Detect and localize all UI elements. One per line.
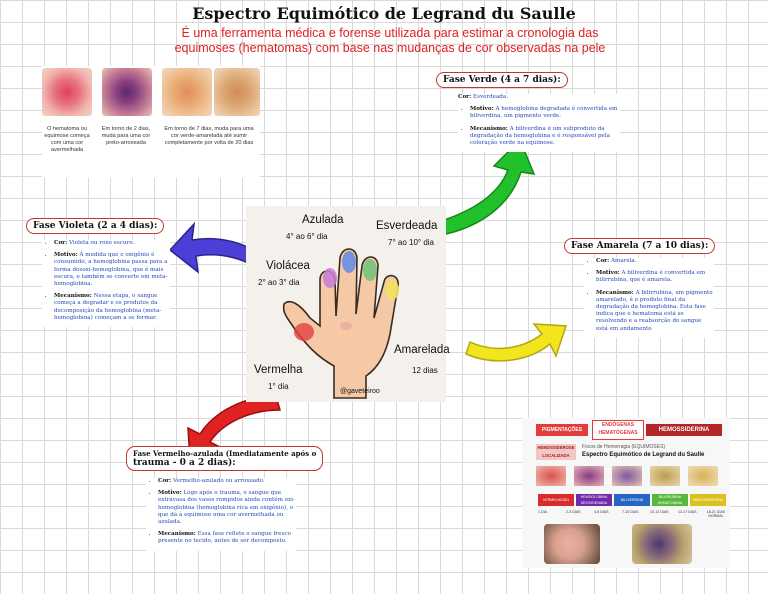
phase-amarela-cor: Cor: Amarela. — [596, 258, 714, 265]
phase-verde-motivo: Motivo: A hemoglobina degradada é conver… — [470, 106, 620, 120]
info-box-hemossiderose: HEMOSSIDEROSE LOCALIZADA — [536, 444, 576, 460]
phase-verde-panel: Cor: Esverdeada. Motivo: A hemoglobina d… — [458, 94, 620, 153]
phase-violeta-title: Fase Violeta (2 a 4 dias): — [26, 218, 165, 234]
info-day-3: 4-6 DIAS — [594, 510, 609, 514]
phase-vermelha-cor: Cor: Vermelho-azulado ou arroxeado. — [158, 478, 296, 485]
bruise-photo-purple — [102, 68, 152, 116]
info-stage-4: BILIRRUBINA HEMATOIDINA — [652, 494, 688, 506]
page-subtitle: É uma ferramenta médica e forense utiliz… — [174, 26, 606, 55]
phase-amarela-motivo: Motivo: A biliverdina é convertida em bi… — [596, 270, 714, 284]
green-arrow — [436, 138, 536, 235]
phase-vermelha-title-line1: Fase Vermelho-azulada (Imediatamente apó… — [133, 449, 317, 458]
bruise-photo-panel: O hematoma ou equimose começa com uma co… — [42, 66, 260, 178]
info-line2: Espectro Equimótico de Legrand du Saulle — [582, 452, 705, 458]
info-photo-bruise — [632, 524, 692, 564]
phase-vermelha-motivo: Motivo: Logo após o trauma, o sangue que… — [158, 490, 296, 526]
info-stage-3: BILIVERDINA — [614, 494, 650, 506]
phase-verde-cor: Cor: Esverdeada. — [458, 94, 509, 100]
phase-verde-title: Fase Verde (4 a 7 dias): — [436, 72, 568, 88]
info-stage-1: VERMELHIDÃO — [538, 494, 574, 506]
hand-label-esverdeada: Esverdeada — [376, 220, 438, 232]
caption-purple: Em torno de 2 dias, muda para uma cor pr… — [101, 126, 151, 146]
hand-days-amarelada: 12 dias — [412, 366, 438, 375]
hand-days-violacea: 2° ao 3° dia — [258, 278, 300, 287]
hand-illustration: Azulada 4° ao 6° dia Esverdeada 7° ao 10… — [246, 206, 450, 402]
hand-label-amarelada: Amarelada — [394, 344, 450, 356]
bruise-photo-green — [214, 68, 260, 116]
page-title: Espectro Equimótico de Legrand du Saulle — [192, 4, 576, 23]
hand-label-azulada: Azulada — [302, 214, 344, 226]
hand-days-vermelha: 1° dia — [268, 382, 289, 391]
info-stage-row: VERMELHIDÃO HEMOGLOBINA DEOXIGENADA BILI… — [538, 494, 728, 506]
hand-label-vermelha: Vermelha — [254, 364, 303, 376]
info-day-5: 10-12 DIAS — [650, 510, 669, 514]
info-days-row: 1 DIA 2-3 DIAS 4-6 DIAS 7-10 DIAS 10-12 … — [538, 510, 728, 518]
phase-amarela-panel: Cor: Amarela. Motivo: A biliverdina é co… — [584, 258, 714, 338]
info-day-1: 1 DIA — [538, 510, 547, 514]
bruise-photo-yellow — [162, 68, 212, 116]
phase-vermelha-title-line2: trauma - 0 a 2 dias): — [133, 458, 236, 468]
info-day-2: 2-3 DIAS — [566, 510, 581, 514]
hand-days-azulada: 4° ao 6° dia — [286, 232, 328, 241]
phase-vermelha-mecanismo: Mecanismo: Essa fase reflete o sangue fr… — [158, 531, 296, 545]
info-line1: Focos de Hemorragia (EQUIMOSES) — [582, 444, 666, 450]
phase-vermelha-title: Fase Vermelho-azulada (Imediatamente apó… — [126, 446, 324, 471]
phase-vermelha-panel: Cor: Vermelho-azulado ou arroxeado. Moti… — [146, 478, 296, 551]
yellow-arrow — [465, 323, 568, 362]
phase-violeta-motivo: Motivo: À medida que o oxigênio é consum… — [54, 252, 170, 288]
info-bruise-strip — [536, 466, 722, 486]
hand-label-violacea: Violácea — [266, 260, 310, 272]
phase-verde-mecanismo: Mecanismo: A biliverdina é um subproduto… — [470, 126, 620, 148]
caption-green: Em torno de 7 dias, muda para uma cor ve… — [164, 126, 254, 146]
phase-violeta-mecanismo: Mecanismo: Nessa etapa, o sangue começa … — [54, 293, 170, 322]
hand-credit: @gaveteiroo — [340, 388, 380, 395]
phase-amarela-title: Fase Amarela (7 a 10 dias): — [564, 238, 716, 254]
phase-amarela-mecanismo: Mecanismo: A bilirrubina, um pigmento am… — [596, 290, 714, 333]
info-day-6: 13-17 DIAS — [678, 510, 697, 514]
phase-violeta-cor: Cor: Violeta ou roxo escuro. — [54, 240, 170, 247]
bruise-photo-red — [42, 68, 92, 116]
info-tab-hemossiderina: HEMOSSIDERINA — [646, 424, 722, 436]
info-tab-pigmentacoes: PIGMENTAÇÕES — [536, 424, 588, 436]
info-stage-2: HEMOGLOBINA DEOXIGENADA — [576, 494, 612, 506]
pigmentation-infographic: PIGMENTAÇÕES ENDÓGENAS HEMATÓGENAS HEMOS… — [522, 418, 730, 568]
info-day-4: 7-10 DIAS — [622, 510, 639, 514]
phase-violeta-panel: Cor: Violeta ou roxo escuro. Motivo: À m… — [42, 240, 170, 328]
caption-red: O hematoma ou equimose começa com uma co… — [44, 126, 90, 153]
info-tab-endogenas: ENDÓGENAS HEMATÓGENAS — [592, 420, 644, 440]
hand-days-esverdeada: 7° ao 10° dia — [388, 238, 434, 247]
info-day-7: 18-21 DIAS NORMAL — [706, 510, 726, 518]
info-photo-knee — [544, 524, 600, 564]
hand-drawing — [282, 248, 399, 399]
info-stage-5: HEMOSSIDERINA — [690, 494, 726, 506]
